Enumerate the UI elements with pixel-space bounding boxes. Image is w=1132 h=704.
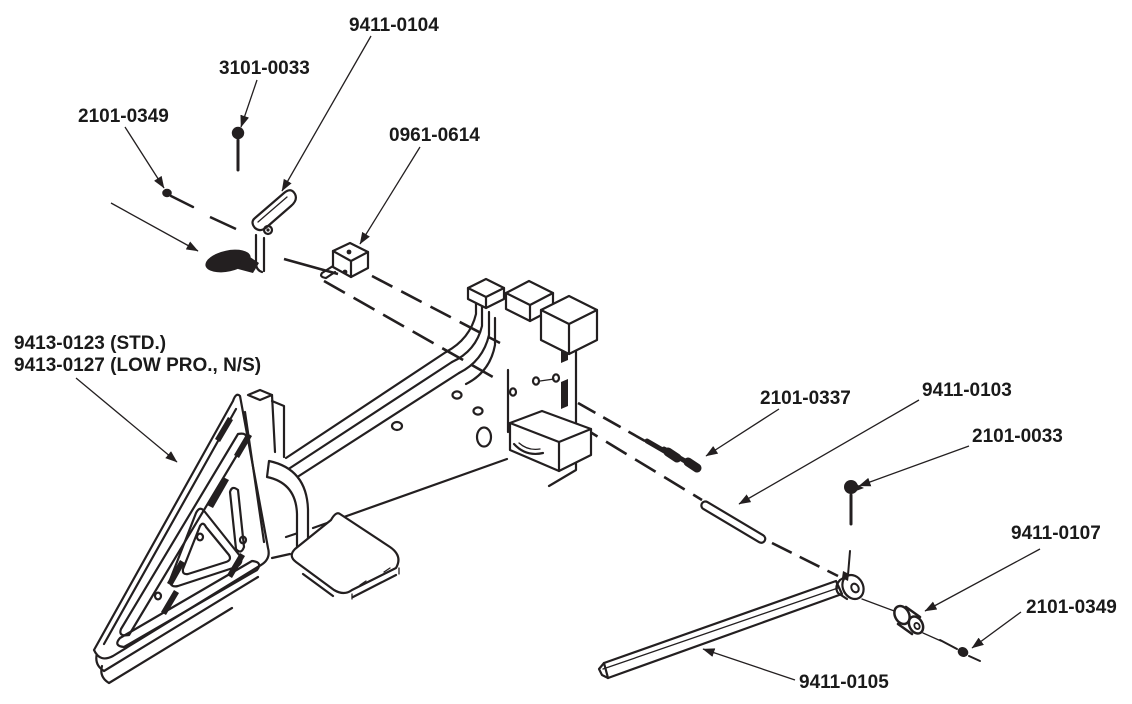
part-label-2101-0349-upper: 2101-0349 xyxy=(78,106,169,127)
centerlines xyxy=(209,215,839,578)
leader-2101-0349-upper xyxy=(124,126,165,189)
part-label-9413-0123: 9413-0123 (STD.) xyxy=(14,333,166,354)
part-label-9411-0104: 9411-0104 xyxy=(349,15,439,36)
part-label-2101-0349-lower: 2101-0349 xyxy=(1026,597,1117,618)
leader-knob xyxy=(110,202,199,252)
part-label-2101-0337: 2101-0337 xyxy=(760,388,851,409)
part-label-9413-0127: 9413-0127 (LOW PRO., N/S) xyxy=(14,355,261,376)
part-label-9411-0103: 9411-0103 xyxy=(922,380,1012,401)
front-block xyxy=(539,294,599,356)
leader-lines xyxy=(75,35,1041,681)
part-labels: 9411-0104 3101-0033 2101-0349 0961-0614 … xyxy=(14,15,1117,693)
leader-9411-0107 xyxy=(924,548,1041,612)
screw-2101-0033 xyxy=(844,480,864,576)
pedal-plate xyxy=(290,512,400,595)
leader-3101-0033 xyxy=(240,79,258,128)
part-label-0961-0614: 0961-0614 xyxy=(389,125,480,146)
leader-0961-0614 xyxy=(359,146,421,245)
screw-2101-0349-upper xyxy=(162,188,195,209)
clamp-block-lower xyxy=(508,409,593,473)
leader-9411-0103 xyxy=(738,399,920,505)
part-label-3101-0033: 3101-0033 xyxy=(219,58,310,79)
part-label-9411-0105: 9411-0105 xyxy=(799,672,889,693)
leader-2101-0033 xyxy=(858,445,970,487)
part-label-9411-0107: 9411-0107 xyxy=(1011,523,1101,544)
part-label-2101-0033: 2101-0033 xyxy=(972,426,1063,447)
leader-9411-0104 xyxy=(281,35,372,192)
screw-2101-0349-lower xyxy=(939,639,981,662)
screw-3101-0033 xyxy=(231,126,245,172)
pin-9411-0103 xyxy=(700,500,767,544)
rod-pivot-cylinder xyxy=(835,571,865,601)
pin-lower xyxy=(561,379,568,409)
leader-2101-0337 xyxy=(705,408,780,457)
lever-9411-0104 xyxy=(205,189,297,274)
screws-2101-0337 xyxy=(644,438,702,473)
rod-9411-0105 xyxy=(597,571,865,680)
pedal-assembly xyxy=(265,459,400,600)
spacer-9411-0107 xyxy=(861,598,942,642)
leader-9413 xyxy=(75,377,178,463)
leader-9411-0105 xyxy=(702,648,796,681)
bracket-assembly xyxy=(504,279,599,488)
leader-2101-0349-lower xyxy=(971,611,1022,649)
base-plate-9413 xyxy=(92,388,286,685)
beam-holes xyxy=(390,390,493,448)
clamp-block-0961-0614 xyxy=(320,241,370,280)
